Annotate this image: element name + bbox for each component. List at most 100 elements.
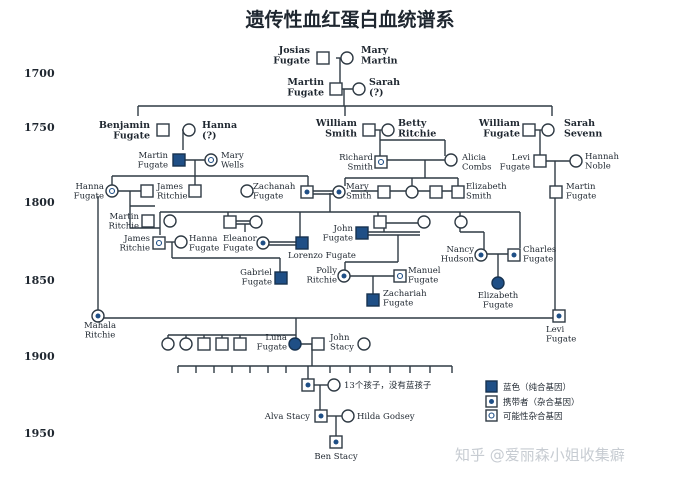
carrier-marker <box>556 313 562 319</box>
male-symbol <box>152 236 166 250</box>
legend-possible-label: 可能性杂合基因 <box>503 411 563 422</box>
watermark: 知乎 @爱丽森小姐收集癖 <box>455 446 625 464</box>
year-axis: 1700 1750 1800 1850 1900 1950 <box>24 67 55 440</box>
person-label: Ben Stacy <box>314 452 358 462</box>
legend-affected-swatch <box>485 380 498 393</box>
possible-marker <box>108 187 116 195</box>
year-label: 1750 <box>24 121 55 134</box>
female-symbol <box>340 51 354 65</box>
person-label: 13个孩子，没有蓝孩子 <box>344 380 432 391</box>
female-symbol <box>204 153 218 167</box>
female-symbol <box>163 214 177 228</box>
carrier-marker <box>511 252 517 258</box>
year-label: 1800 <box>24 196 55 209</box>
affected-male-symbol <box>366 293 380 307</box>
individuals <box>91 51 583 449</box>
female-symbol <box>240 184 254 198</box>
female-symbol <box>105 184 119 198</box>
affected-male-symbol <box>295 236 309 250</box>
female-symbol <box>357 337 371 351</box>
female-symbol <box>174 235 188 249</box>
carrier-marker <box>260 240 266 246</box>
female-symbol <box>161 337 175 351</box>
legend-carrier-label: 携带者（杂合基因） <box>503 397 580 408</box>
carrier-marker <box>304 189 310 195</box>
male-symbol <box>141 214 155 228</box>
female-symbol <box>541 123 555 137</box>
male-symbol <box>188 184 202 198</box>
male-symbol <box>140 184 154 198</box>
female-symbol <box>381 123 395 137</box>
carrier-marker <box>333 439 339 445</box>
female-symbol <box>417 215 431 229</box>
year-label: 1900 <box>24 350 55 363</box>
affected-male-symbol <box>355 226 369 240</box>
male-symbol <box>233 337 247 351</box>
legend: 蓝色（纯合基因） 携带者（杂合基因） 可能性杂合基因 <box>485 380 580 422</box>
legend-carrier-dot <box>489 399 494 404</box>
person-label: Lorenzo Fugate <box>288 251 356 261</box>
affected-female-symbol <box>491 276 505 290</box>
female-symbol <box>352 82 366 96</box>
person-label: Hanna(?) <box>202 120 237 141</box>
female-symbol <box>341 409 355 423</box>
pedigree-lines <box>97 57 570 437</box>
person-label: Alva Stacy <box>264 412 310 422</box>
female-symbol <box>454 215 468 229</box>
male-symbol <box>377 185 391 199</box>
possible-marker <box>396 272 404 280</box>
year-label: 1850 <box>24 274 55 287</box>
affected-male-symbol <box>172 153 186 167</box>
male-symbol <box>374 155 388 169</box>
female-symbol <box>182 123 196 137</box>
possible-marker <box>207 156 215 164</box>
possible-marker <box>377 158 385 166</box>
legend-possible-swatch <box>485 409 498 422</box>
male-symbol <box>393 269 407 283</box>
male-symbol <box>522 123 536 137</box>
male-symbol <box>316 51 330 65</box>
year-label: 1700 <box>24 67 55 80</box>
female-symbol <box>179 337 193 351</box>
legend-possible-ring <box>488 412 495 419</box>
person-label: Sarah(?) <box>369 77 400 98</box>
male-symbol <box>197 337 211 351</box>
carrier-marker <box>478 252 484 258</box>
possible-marker <box>155 239 163 247</box>
male-symbol <box>329 82 343 96</box>
male-symbol <box>215 337 229 351</box>
person-label: Hilda Godsey <box>357 412 415 422</box>
female-symbol <box>249 215 263 229</box>
male-symbol <box>223 215 237 229</box>
carrier-marker <box>341 273 347 279</box>
